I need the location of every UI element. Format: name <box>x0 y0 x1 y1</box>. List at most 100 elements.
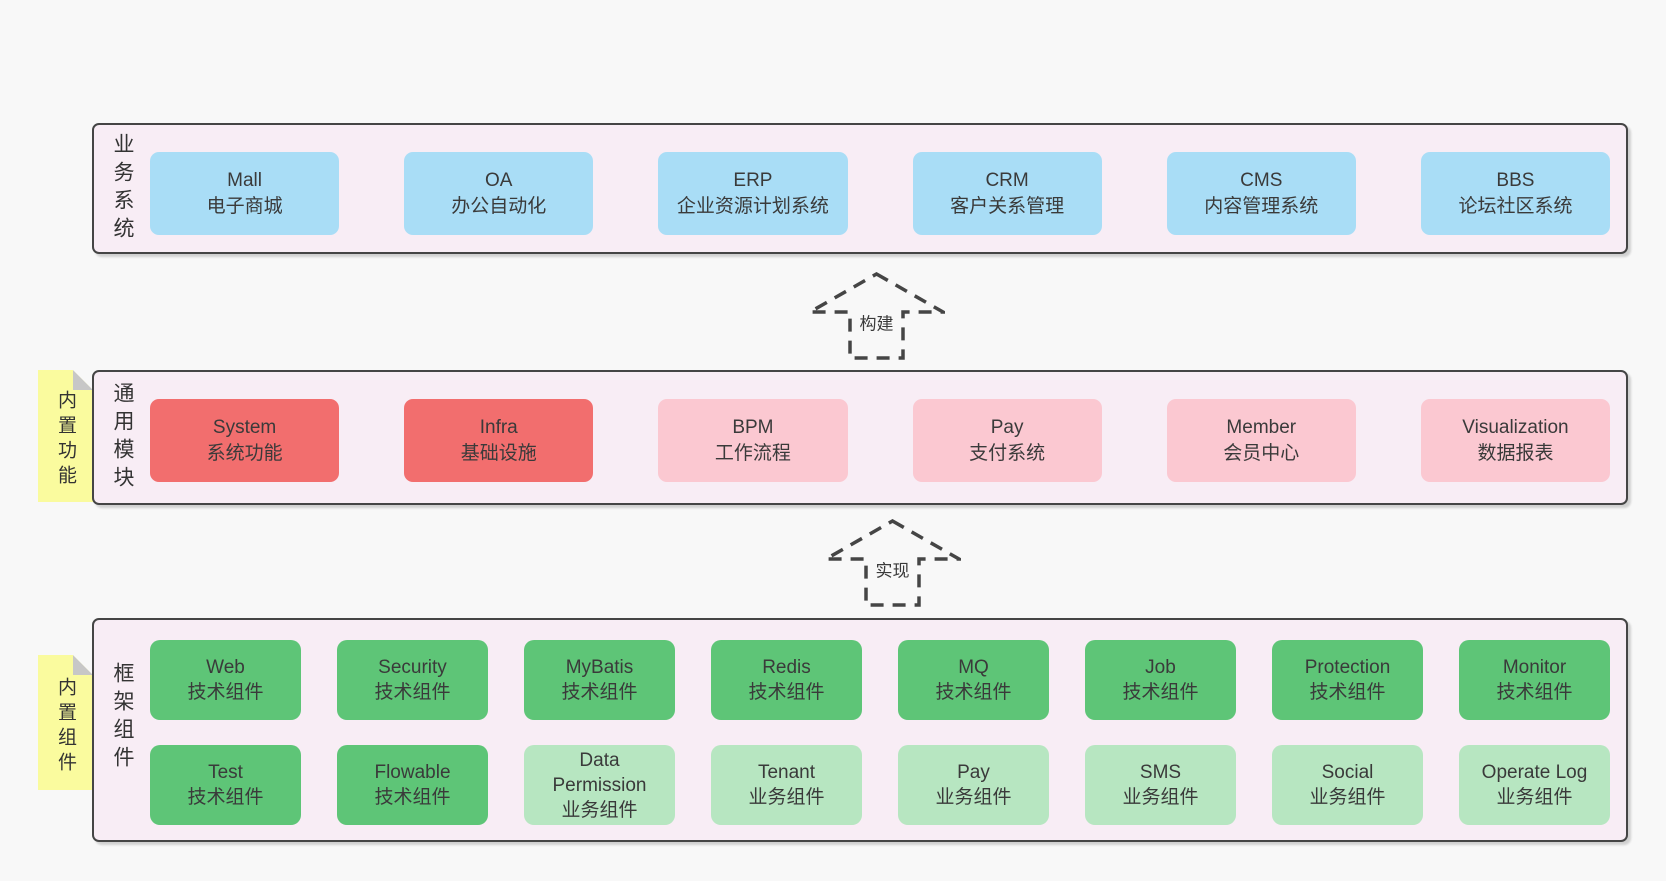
box-name: Security <box>378 657 447 678</box>
box-desc: 技术组件 <box>1122 682 1199 703</box>
box-name: Job <box>1145 657 1176 678</box>
box-erp: ERP 企业资源计划系统 <box>658 152 848 235</box>
box-mq: MQ 技术组件 <box>898 640 1049 720</box>
box-name: Test <box>208 762 243 783</box>
box-desc: 技术组件 <box>748 682 825 703</box>
box-data-permission: Data Permission 业务组件 <box>524 745 675 825</box>
band-framework-components: 框架组件 Web 技术组件 Security 技术组件 MyBatis 技术组件… <box>92 618 1628 842</box>
box-social: Social 业务组件 <box>1272 745 1423 825</box>
sticky-note-builtin-features: 内置功能 <box>38 370 93 502</box>
box-desc: 业务组件 <box>748 787 825 808</box>
box-desc: 技术组件 <box>1309 682 1386 703</box>
box-desc: 业务组件 <box>935 787 1012 808</box>
box-desc: 技术组件 <box>374 682 451 703</box>
box-desc: 技术组件 <box>187 787 264 808</box>
box-name: Operate Log <box>1481 762 1588 783</box>
box-mybatis: MyBatis 技术组件 <box>524 640 675 720</box>
box-name: OA <box>485 169 513 191</box>
arrow-build: 构建 <box>808 272 945 360</box>
box-name: Tenant <box>757 762 816 783</box>
box-infra: Infra 基础设施 <box>404 399 594 482</box>
box-bbs: BBS 论坛社区系统 <box>1420 152 1611 235</box>
box-name: SMS <box>1139 762 1182 783</box>
box-desc: 技术组件 <box>374 787 451 808</box>
box-desc: 技术组件 <box>1496 682 1573 703</box>
box-name: Pay <box>957 762 990 783</box>
box-desc: 客户关系管理 <box>950 195 1065 217</box>
box-desc: 会员中心 <box>1223 442 1300 464</box>
box-name: MyBatis <box>565 657 634 678</box>
box-name: CRM <box>985 169 1029 191</box>
box-name: Social <box>1321 762 1374 783</box>
box-desc: 支付系统 <box>969 442 1046 464</box>
box-system: System 系统功能 <box>150 399 340 482</box>
box-name: ERP <box>733 169 773 191</box>
box-security: Security 技术组件 <box>337 640 488 720</box>
box-pay-component: Pay 业务组件 <box>898 745 1049 825</box>
band2-row: System 系统功能 Infra 基础设施 BPM 工作流程 Pay 支付系统… <box>150 399 1611 482</box>
box-name: Protection <box>1304 657 1391 678</box>
box-cms: CMS 内容管理系统 <box>1166 152 1356 235</box>
box-protection: Protection 技术组件 <box>1272 640 1423 720</box>
arrow-build-label: 构建 <box>856 308 897 336</box>
band1-row: Mall 电子商城 OA 办公自动化 ERP 企业资源计划系统 CRM 客户关系… <box>150 152 1611 235</box>
box-desc: 办公自动化 <box>451 195 547 217</box>
box-name: Flowable <box>374 762 451 783</box>
arrow-implement: 实现 <box>824 519 961 607</box>
box-sms: SMS 业务组件 <box>1085 745 1236 825</box>
box-name: Visualization <box>1462 416 1569 438</box>
band3-row-2: Test 技术组件 Flowable 技术组件 Data Permission … <box>150 745 1610 825</box>
box-desc: 企业资源计划系统 <box>676 195 829 217</box>
box-name: Web <box>206 657 245 678</box>
arrow-implement-label: 实现 <box>872 555 913 583</box>
sticky-note-text: 内置组件 <box>55 676 76 777</box>
box-desc: 技术组件 <box>935 682 1012 703</box>
box-desc: 系统功能 <box>206 442 283 464</box>
box-job: Job 技术组件 <box>1085 640 1236 720</box>
box-member: Member 会员中心 <box>1166 399 1356 482</box>
box-tenant: Tenant 业务组件 <box>711 745 862 825</box>
box-name: BBS <box>1496 169 1535 191</box>
box-desc: 业务组件 <box>1122 787 1199 808</box>
box-web: Web 技术组件 <box>150 640 301 720</box>
box-monitor: Monitor 技术组件 <box>1459 640 1610 720</box>
box-mall: Mall 电子商城 <box>150 152 340 235</box>
box-desc: 业务组件 <box>561 799 638 821</box>
band-label-framework-components: 框架组件 <box>111 662 134 774</box>
box-desc: 基础设施 <box>460 442 537 464</box>
box-desc: 技术组件 <box>187 682 264 703</box>
note-fold-corner-icon <box>73 370 93 390</box>
band-label-business-systems: 业务系统 <box>111 132 134 245</box>
box-name: MQ <box>958 657 989 678</box>
box-name: Member <box>1226 416 1297 438</box>
box-test: Test 技术组件 <box>150 745 301 825</box>
box-name: Data Permission <box>552 749 647 796</box>
box-name: Pay <box>990 416 1024 438</box>
box-name: Monitor <box>1502 657 1567 678</box>
box-desc: 工作流程 <box>714 442 791 464</box>
box-name: Infra <box>479 416 518 438</box>
note-fold-corner-icon <box>73 655 93 675</box>
band3-row-1: Web 技术组件 Security 技术组件 MyBatis 技术组件 Redi… <box>150 640 1610 720</box>
box-name: CMS <box>1240 169 1283 191</box>
box-pay-module: Pay 支付系统 <box>912 399 1102 482</box>
box-redis: Redis 技术组件 <box>711 640 862 720</box>
box-desc: 业务组件 <box>1309 787 1386 808</box>
box-name: Mall <box>227 169 262 191</box>
sticky-note-text: 内置功能 <box>55 390 76 490</box>
band-label-common-modules: 通用模块 <box>111 381 134 494</box>
box-desc: 技术组件 <box>561 682 638 703</box>
band-business-systems: 业务系统 Mall 电子商城 OA 办公自动化 ERP 企业资源计划系统 CRM… <box>92 123 1628 254</box>
box-desc: 数据报表 <box>1477 442 1554 464</box>
box-desc: 电子商城 <box>206 195 283 217</box>
box-crm: CRM 客户关系管理 <box>912 152 1102 235</box>
box-desc: 业务组件 <box>1496 787 1573 808</box>
box-flowable: Flowable 技术组件 <box>337 745 488 825</box>
sticky-note-builtin-components: 内置组件 <box>38 655 93 790</box>
box-desc: 论坛社区系统 <box>1458 195 1573 217</box>
box-operate-log: Operate Log 业务组件 <box>1459 745 1610 825</box>
box-bpm: BPM 工作流程 <box>658 399 848 482</box>
box-name: BPM <box>732 416 774 438</box>
box-name: Redis <box>762 657 811 678</box>
box-name: System <box>212 416 277 438</box>
